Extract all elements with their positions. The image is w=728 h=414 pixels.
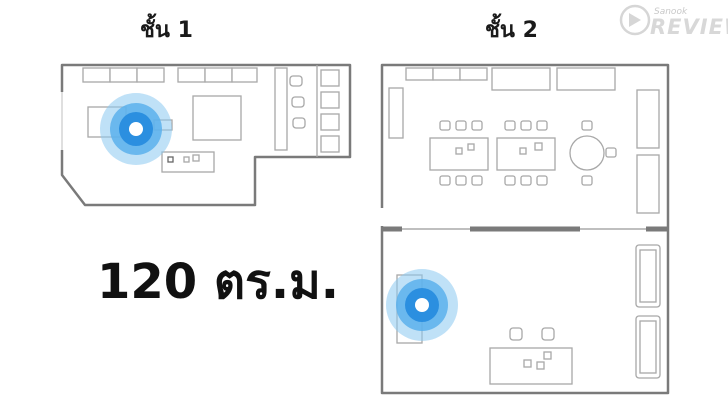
logo-line2: REVIEW bbox=[650, 15, 728, 39]
area-label: 120 ตร.ม. bbox=[97, 254, 339, 310]
f1-counter-1 bbox=[82, 67, 111, 83]
logo-line1: Sanook bbox=[654, 7, 688, 17]
wifi-router-icon bbox=[100, 93, 172, 165]
floor1-outline bbox=[60, 63, 352, 207]
brand-logo: Sanook REVIEW bbox=[618, 2, 728, 39]
f1-counter-2 bbox=[177, 67, 206, 83]
floor2-title: ชั้น 2 bbox=[485, 18, 538, 43]
f1-table bbox=[192, 95, 242, 141]
f1-cabinet bbox=[320, 69, 340, 87]
f1-shelf bbox=[274, 67, 288, 151]
wifi-signal-icon bbox=[386, 269, 458, 341]
f2-round-table bbox=[569, 135, 605, 171]
floor1-title: ชั้น 1 bbox=[140, 18, 193, 43]
